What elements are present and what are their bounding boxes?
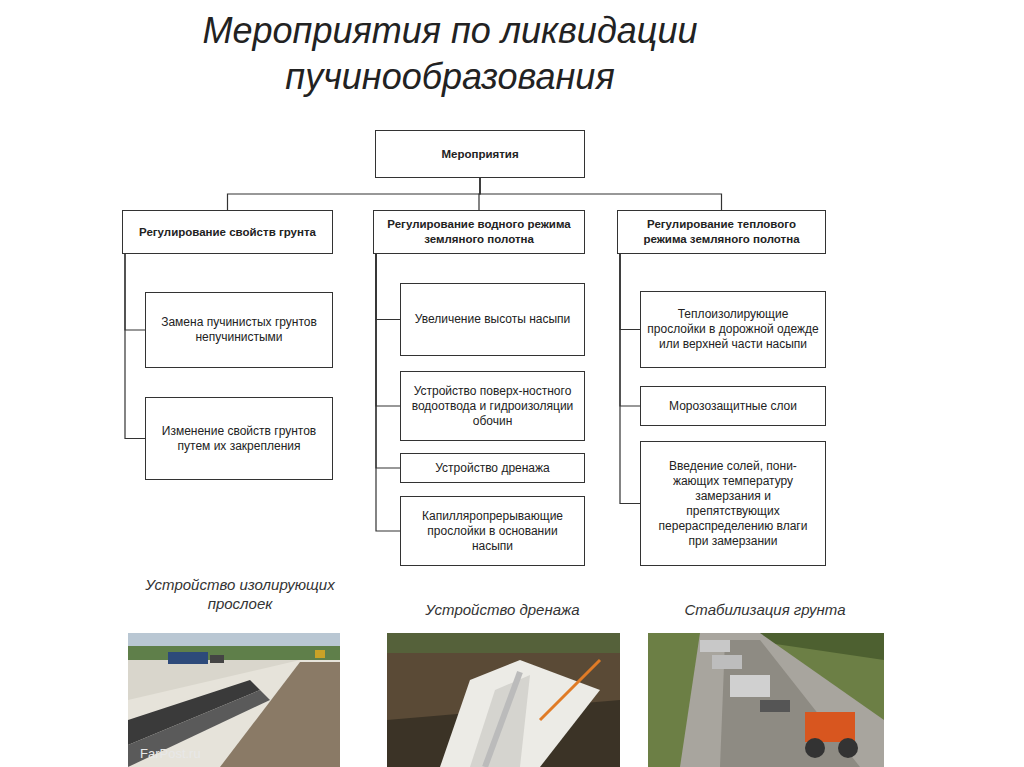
- slide-title: Мероприятия по ликвидации пучинообразова…: [120, 8, 780, 100]
- photo-soil-stabilization: [648, 633, 884, 767]
- tree-connector: [376, 254, 400, 531]
- tree-connector: [376, 254, 400, 468]
- watermark: FarPost.ru: [140, 746, 250, 761]
- tree-connector: [620, 254, 640, 504]
- photo-caption: Стабилизация грунта: [650, 600, 880, 619]
- tree-connector: [480, 178, 722, 210]
- box-label: Регулирование теплового режима земляного…: [624, 217, 819, 247]
- box-label: Регулирование свойств грунта: [129, 225, 326, 240]
- photo-drainage: [387, 633, 620, 767]
- box-label: Изменение свойств грунтов путем их закре…: [152, 424, 326, 454]
- box-label: Теплоизолирующие прослойки в дорожной од…: [647, 307, 819, 352]
- tree-connector: [620, 254, 640, 406]
- box-label: Устройство поверх-ностного водоотвода и …: [407, 384, 578, 429]
- photo-caption: Устройство изолирующих прослоек: [140, 575, 340, 613]
- tree-connector: [376, 254, 400, 320]
- box-label: Замена пучинистых грунтов непучинистыми: [152, 315, 326, 345]
- photo-caption: Устройство дренажа: [395, 600, 610, 619]
- measure-box: Морозозащитные слои: [640, 386, 826, 426]
- photo-insulating-layers: [128, 633, 340, 767]
- measure-box: Устройство поверх-ностного водоотвода и …: [400, 371, 585, 441]
- measure-box: Замена пучинистых грунтов непучинистыми: [145, 292, 333, 368]
- measure-box: Устройство дренажа: [400, 453, 585, 483]
- box-label: Капилляропрерывающие прослойки в основан…: [407, 509, 578, 554]
- box-label: Регулирование водного режима земляного п…: [380, 217, 578, 247]
- category-box: Регулирование теплового режима земляного…: [617, 210, 826, 254]
- measure-box: Введение солей, пони-жающих температуру …: [640, 441, 826, 566]
- category-box: Регулирование водного режима земляного п…: [373, 210, 585, 254]
- box-label: Увеличение высоты насыпи: [407, 312, 578, 327]
- box-label: Устройство дренажа: [407, 461, 578, 476]
- tree-connector: [620, 254, 640, 330]
- box-label: Мероприятия: [382, 147, 578, 162]
- box-label: Введение солей, пони-жающих температуру …: [647, 459, 819, 549]
- tree-connector: [376, 254, 400, 406]
- tree-connector: [228, 178, 481, 210]
- measure-box: Изменение свойств грунтов путем их закре…: [145, 397, 333, 480]
- box-label: Морозозащитные слои: [647, 399, 819, 414]
- measure-box: Капилляропрерывающие прослойки в основан…: [400, 496, 585, 566]
- root-box: Мероприятия: [375, 130, 585, 178]
- tree-connector: [125, 254, 145, 439]
- measure-box: Теплоизолирующие прослойки в дорожной од…: [640, 291, 826, 368]
- tree-connector: [125, 254, 145, 330]
- measure-box: Увеличение высоты насыпи: [400, 283, 585, 356]
- category-box: Регулирование свойств грунта: [122, 210, 333, 254]
